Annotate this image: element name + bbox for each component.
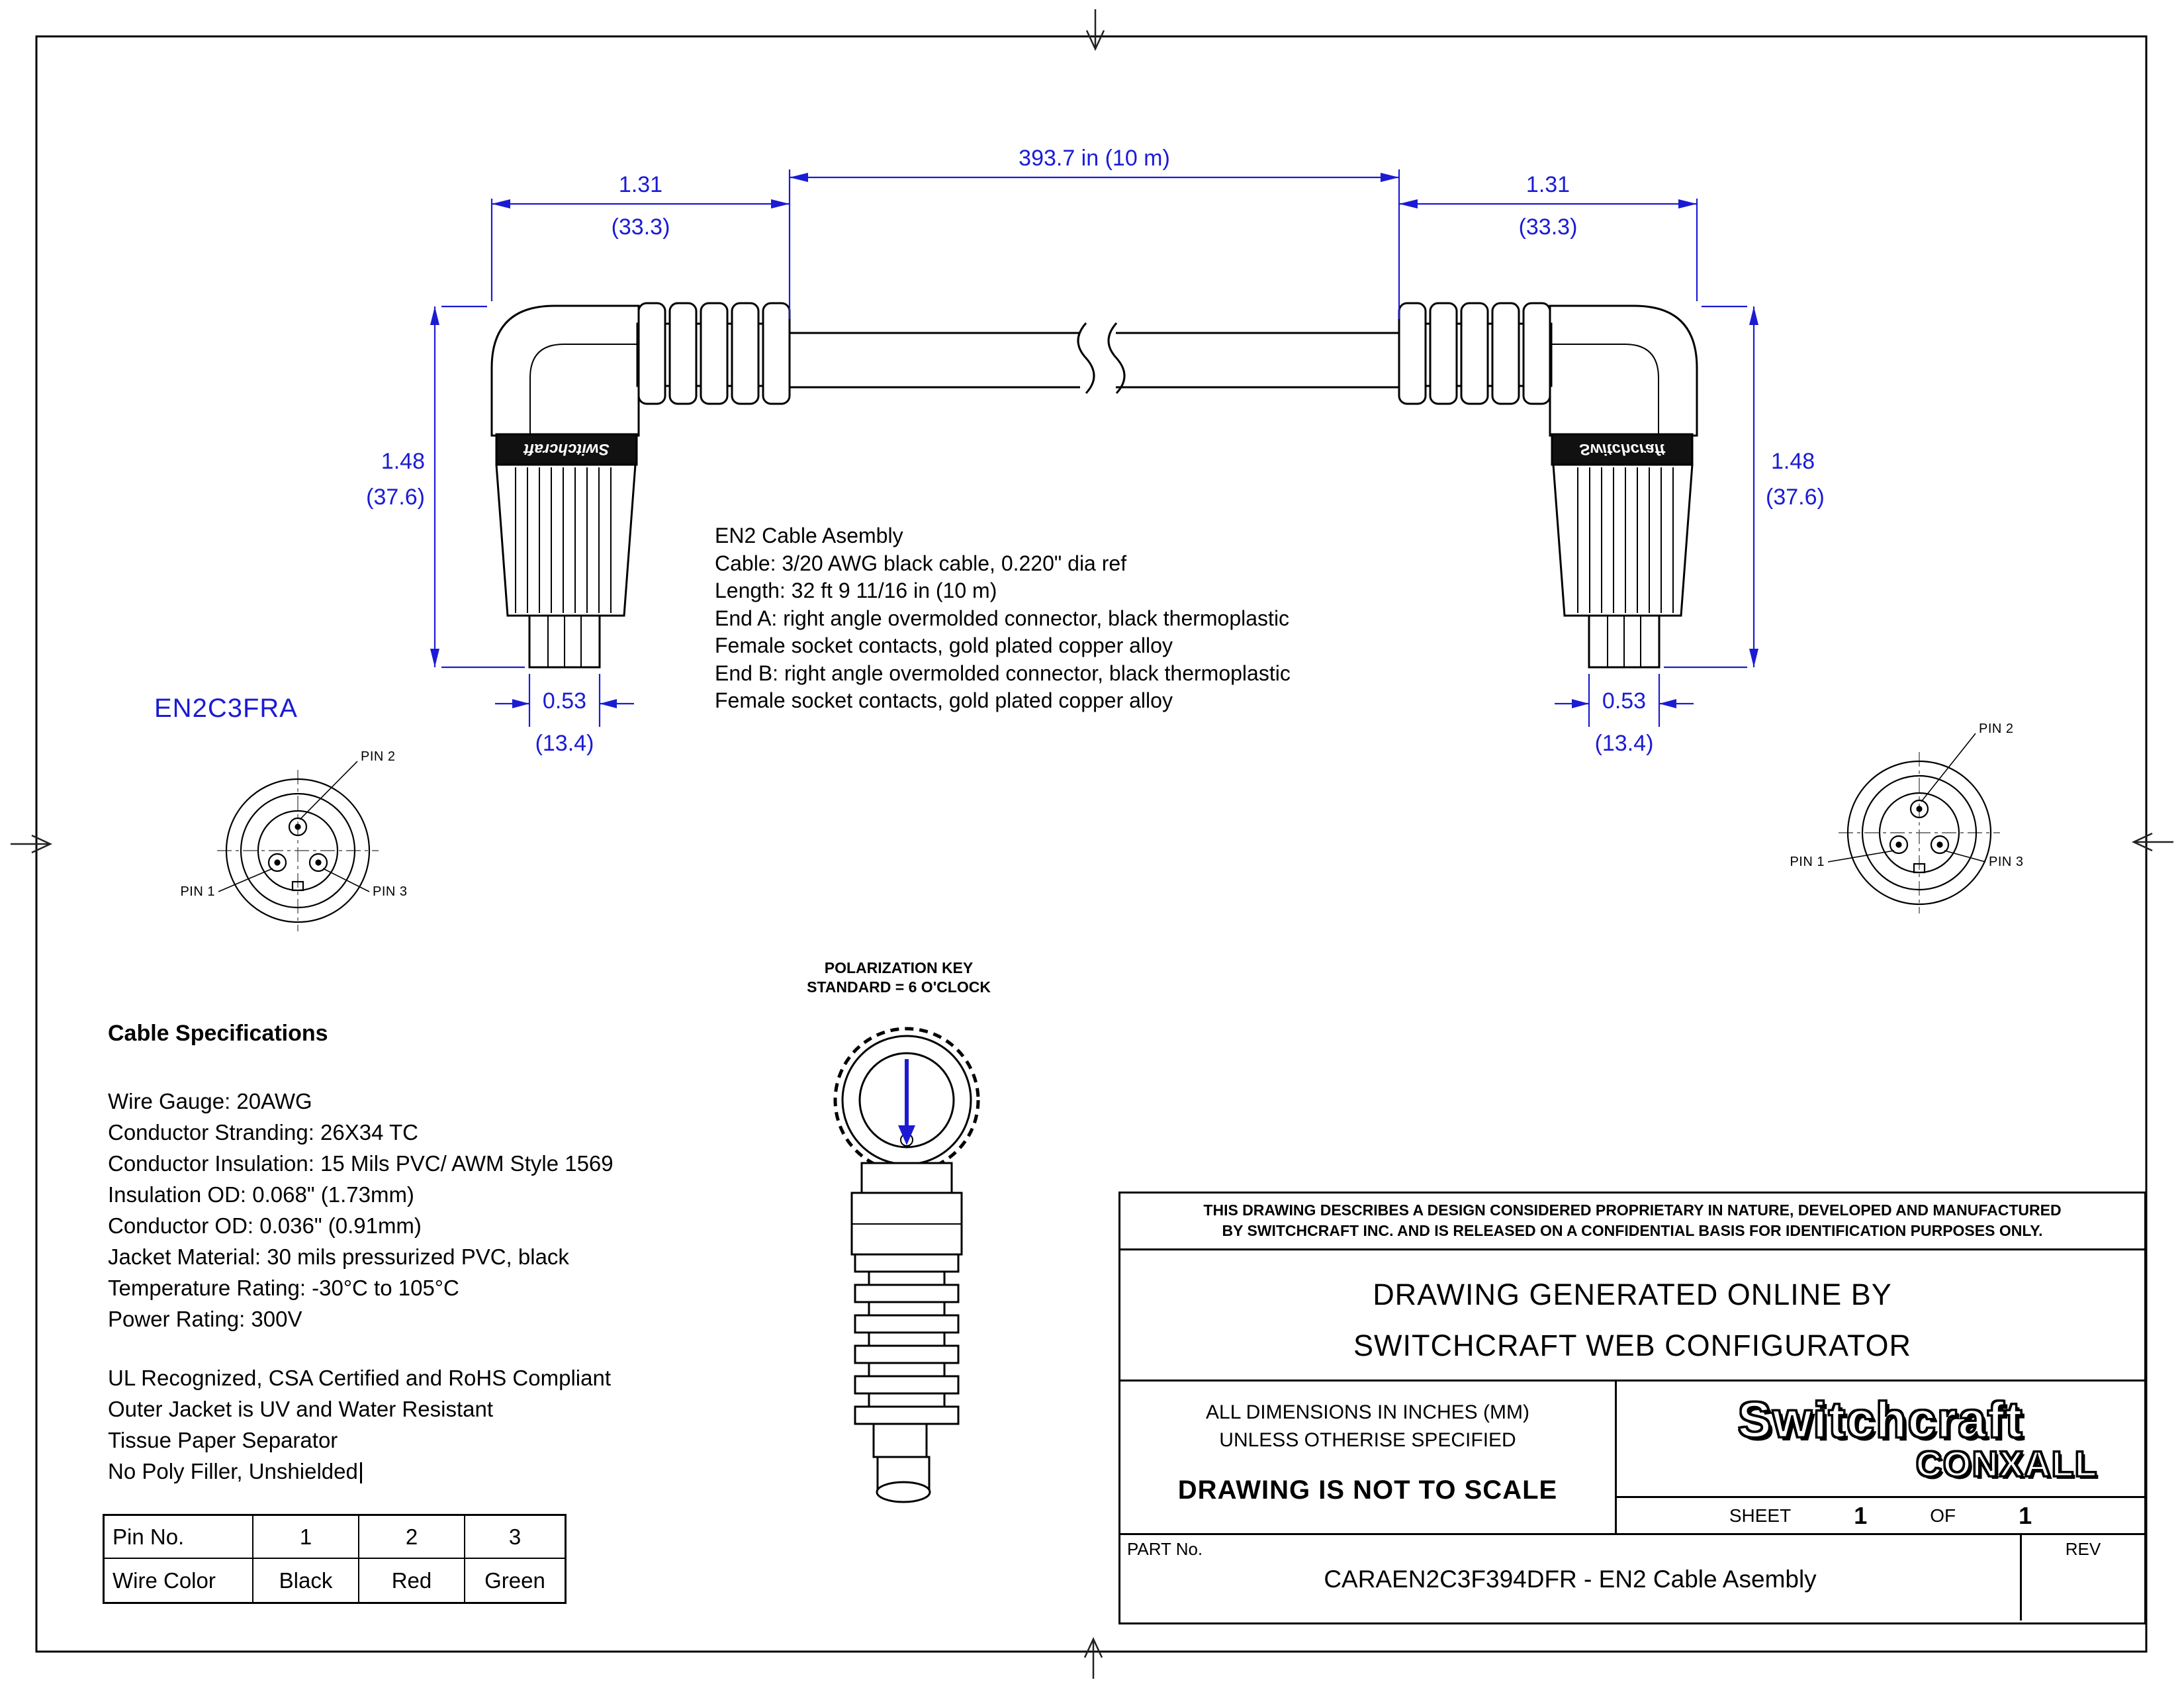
table-cell: Black xyxy=(253,1559,359,1602)
brand-text-end-a: Switchcraft xyxy=(523,440,609,458)
compliance-line: Outer Jacket is UV and Water Resistant xyxy=(108,1397,493,1421)
table-cell: Green xyxy=(484,1568,545,1593)
dim-end-a-width-in: 1.31 xyxy=(618,172,663,197)
cable-drawing xyxy=(790,322,1399,395)
pin2-label-end-a: PIN 2 xyxy=(361,749,396,764)
not-to-scale-note: DRAWING IS NOT TO SCALE xyxy=(1177,1476,1558,1505)
description-line: Female socket contacts, gold plated copp… xyxy=(715,633,1173,657)
rev-label: REV xyxy=(2065,1539,2101,1559)
generated-line1: DRAWING GENERATED ONLINE BY xyxy=(1373,1278,1892,1311)
proprietary-line1: THIS DRAWING DESCRIBES A DESIGN CONSIDER… xyxy=(1203,1201,2062,1219)
table-cell: Wire Color xyxy=(105,1559,253,1602)
dim-end-b-width-in: 1.31 xyxy=(1525,172,1570,197)
cable-compliance-list: UL Recognized, CSA Certified and RoHS Co… xyxy=(108,1362,611,1487)
part-number-row: PART No. CARAEN2C3F394DFR - EN2 Cable As… xyxy=(1120,1535,2144,1620)
dim-end-a-socket-mm: (13.4) xyxy=(535,731,594,756)
proprietary-line2: BY SWITCHCRAFT INC. AND IS RELEASED ON A… xyxy=(1222,1222,2043,1239)
pin-diagram-end-b xyxy=(1827,733,2000,914)
logo-switchcraft: Switchcraft xyxy=(1737,1391,2024,1450)
generated-by-notice: DRAWING GENERATED ONLINE BY SWITCHCRAFT … xyxy=(1120,1250,2144,1382)
pin3-label-end-a: PIN 3 xyxy=(373,884,408,899)
dim-end-b-height-in: 1.48 xyxy=(1771,449,1815,474)
dim-end-a-height-mm: (37.6) xyxy=(366,485,425,510)
title-block: THIS DRAWING DESCRIBES A DESIGN CONSIDER… xyxy=(1118,1192,2146,1624)
table-cell: 2 xyxy=(359,1516,465,1559)
part-label: EN2C3FRA xyxy=(154,694,298,723)
pin-diagram-end-a xyxy=(217,761,379,931)
polarization-drawing xyxy=(833,1027,980,1503)
proprietary-notice: THIS DRAWING DESCRIBES A DESIGN CONSIDER… xyxy=(1120,1194,2144,1250)
dim-end-b-width-mm: (33.3) xyxy=(1518,214,1578,240)
description-line: End A: right angle overmolded connector,… xyxy=(715,606,1290,630)
spec-line: Conductor OD: 0.036" (0.91mm) xyxy=(108,1213,422,1238)
description-line: Cable: 3/20 AWG black cable, 0.220" dia … xyxy=(715,551,1127,575)
spec-line: Power Rating: 300V xyxy=(108,1307,302,1331)
table-cell: Red xyxy=(359,1559,465,1602)
spec-line: Temperature Rating: -30°C to 105°C xyxy=(108,1276,459,1300)
spec-line: Conductor Stranding: 26X34 TC xyxy=(108,1120,419,1145)
compliance-line: UL Recognized, CSA Certified and RoHS Co… xyxy=(108,1366,611,1390)
cable-specs-heading: Cable Specifications xyxy=(108,1021,328,1046)
centering-marks xyxy=(11,9,2173,1679)
spec-line: Wire Gauge: 20AWG xyxy=(108,1089,312,1113)
dim-end-b-socket-mm: (13.4) xyxy=(1594,731,1654,756)
dimension-lines xyxy=(433,169,1755,727)
table-cell: Pin No. xyxy=(105,1516,253,1559)
sheet-label: SHEET xyxy=(1729,1505,1792,1526)
company-logo: Switchcraft CONXALL xyxy=(1617,1382,2144,1496)
table-cell: 3 xyxy=(465,1516,565,1559)
sheet-row: SHEET 1 OF 1 xyxy=(1617,1496,2144,1533)
connector-end-b: Switchcraft xyxy=(1398,302,1698,669)
of-number: 1 xyxy=(2019,1501,2032,1529)
compliance-line: No Poly Filler, Unshielded xyxy=(108,1456,611,1487)
dim-end-b-socket-in: 0.53 xyxy=(1602,688,1647,714)
dimensions-note-cell: ALL DIMENSIONS IN INCHES (MM) UNLESS OTH… xyxy=(1120,1382,1617,1533)
connector-end-a: Switchcraft xyxy=(490,302,791,669)
dim-end-b-height-mm: (37.6) xyxy=(1766,485,1825,510)
description-line: End B: right angle overmolded connector,… xyxy=(715,661,1291,685)
dims-note-line2: UNLESS OTHERISE SPECIFIED xyxy=(1219,1429,1516,1451)
part-no-label: PART No. xyxy=(1127,1539,1203,1559)
cable-specs-list: Wire Gauge: 20AWG Conductor Stranding: 2… xyxy=(108,1086,614,1335)
brand-text-end-b: Switchcraft xyxy=(1579,440,1665,458)
description-line: EN2 Cable Asembly xyxy=(715,524,903,547)
polarization-key-label: POLARIZATION KEY STANDARD = 6 O'CLOCK xyxy=(793,959,1005,997)
pin1-label-end-a: PIN 1 xyxy=(180,884,215,899)
polarization-line2: STANDARD = 6 O'CLOCK xyxy=(807,978,991,996)
spec-line: Insulation OD: 0.068" (1.73mm) xyxy=(108,1182,414,1207)
pin2-label-end-b: PIN 2 xyxy=(1979,722,2014,736)
polarization-line1: POLARIZATION KEY xyxy=(824,959,974,976)
spec-line: Jacket Material: 30 mils pressurized PVC… xyxy=(108,1244,569,1269)
spec-line: Conductor Insulation: 15 Mils PVC/ AWM S… xyxy=(108,1151,614,1176)
description-line: Length: 32 ft 9 11/16 in (10 m) xyxy=(715,579,997,602)
sheet-number: 1 xyxy=(1854,1501,1868,1529)
compliance-line: Tissue Paper Separator xyxy=(108,1428,338,1452)
pin3-label-end-b: PIN 3 xyxy=(1989,855,2024,869)
description-line: Female socket contacts, gold plated copp… xyxy=(715,688,1173,712)
dims-note-line1: ALL DIMENSIONS IN INCHES (MM) xyxy=(1206,1401,1529,1423)
logo-cell: Switchcraft CONXALL SHEET 1 OF 1 xyxy=(1617,1382,2144,1533)
part-number: CARAEN2C3F394DFR - EN2 Cable Asembly xyxy=(1324,1566,1817,1593)
table-cell: 1 xyxy=(253,1516,359,1559)
pin-wire-table: Pin No. 1 2 3 Wire Color Black Red Green xyxy=(103,1514,567,1604)
rev-cell: REV xyxy=(2020,1535,2144,1620)
generated-line2: SWITCHCRAFT WEB CONFIGURATOR xyxy=(1353,1329,1911,1362)
polarization-arrow xyxy=(898,1059,915,1145)
assembly-description: EN2 Cable Asembly Cable: 3/20 AWG black … xyxy=(715,522,1291,715)
dim-cable-length: 393.7 in (10 m) xyxy=(1019,146,1170,171)
text-cursor xyxy=(359,1462,362,1483)
dim-end-a-socket-in: 0.53 xyxy=(542,688,587,714)
compliance-text: No Poly Filler, Unshielded xyxy=(108,1459,358,1483)
pin1-label-end-b: PIN 1 xyxy=(1790,855,1825,869)
of-label: OF xyxy=(1930,1505,1956,1526)
dim-end-a-height-in: 1.48 xyxy=(381,449,425,474)
logo-conxall: CONXALL xyxy=(1915,1444,2098,1485)
dimension-arrows xyxy=(430,173,1758,708)
dim-end-a-width-mm: (33.3) xyxy=(611,214,670,240)
